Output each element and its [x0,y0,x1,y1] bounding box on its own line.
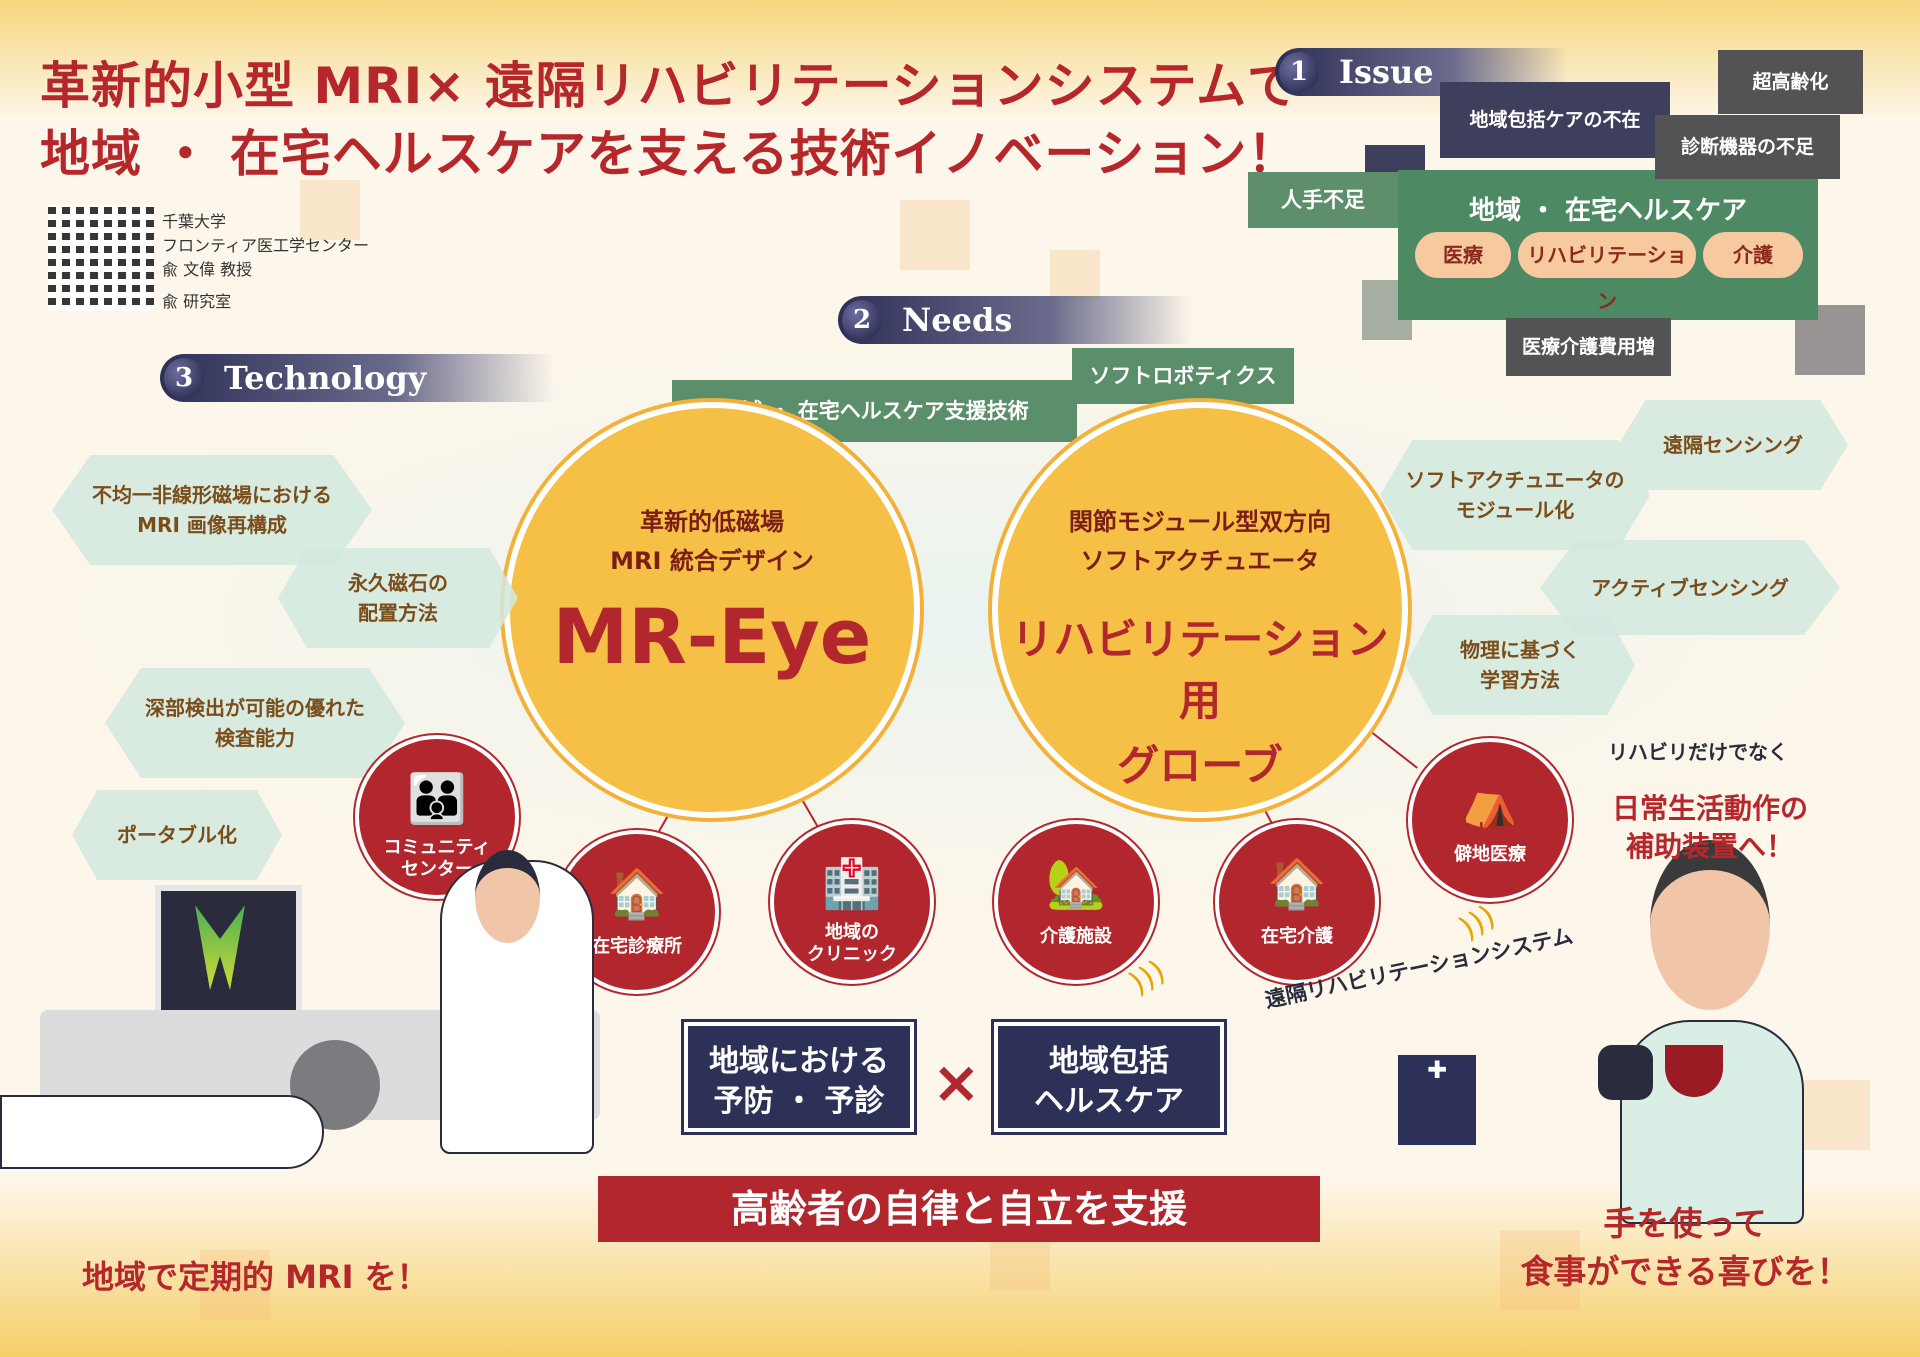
patient-illustration [0,1095,324,1169]
lab-professor: 兪 文偉 教授 [162,260,253,279]
deco-square [1050,250,1100,300]
section-number: 3 [164,358,204,398]
tech-remote-sensing: 遠隔センシング [1618,400,1848,490]
not-only-rehab-label: リハビリだけでなく [1608,740,1788,764]
issue-aging: 超高齢化 [1718,50,1863,114]
section-technology: 3 Technology [160,354,554,402]
hospital-icon: 🏥 [822,856,882,912]
section-number: 1 [1279,52,1319,92]
mr-eye-subtitle-1: 革新的低磁場 [640,508,784,536]
left-slogan: 地域で定期的 MRI を！ [82,1258,429,1296]
glove-subtitle-1: 関節モジュール型双方向 [1068,508,1332,536]
building-icon: ✚ [1398,1055,1476,1145]
facility-community-center[interactable]: 👪 コミュニティ センター [355,735,519,899]
tech-actuator-modularization: ソフトアクチュエータの モジュール化 [1380,440,1650,550]
house-icon: 🏠 [1267,856,1327,912]
daily-living-slogan: 日常生活動作の 補助装置へ！ [1612,792,1809,863]
deco-square [1800,1080,1870,1150]
tech-magnet-placement: 永久磁石の 配置方法 [278,548,518,648]
glove-name-2: グローブ [1117,741,1283,790]
facility-label: 在宅診療所 [592,936,682,957]
issue-device-shortage: 診断機器の不足 [1655,115,1840,179]
facility-local-clinic[interactable]: 🏥 地域の クリニック [770,820,934,984]
issue-cost-increase: 医療介護費用増 [1506,318,1671,376]
lab-center: フロンティア医工学センター [162,236,370,255]
issue-main-label: 地域 ・ 在宅ヘルスケア [1468,196,1748,226]
title-line1: 革新的小型 MRI× 遠隔リハビリテーションシステムで [40,57,1299,115]
glove-icon [1598,1045,1653,1100]
issue-no-community-care: 地域包括ケアの不在 [1440,82,1670,158]
facility-label: コミュニティ センター [383,837,491,880]
tech-deep-detection: 深部検出が可能の優れた 検査能力 [105,668,405,778]
doctor-head-icon [475,850,540,943]
bowl-icon [1665,1045,1723,1097]
section-label: Issue [1339,53,1434,91]
facility-label: 僻地医療 [1454,844,1526,865]
community-icon: 👪 [407,771,467,827]
section-label: Needs [902,301,1013,339]
glove-subtitle-2: ソフトアクチュエータ [1080,547,1320,575]
title-line2: 地域 ・ 在宅ヘルスケアを支える技術イノベーション！ [40,125,1299,183]
tech-physics-learning: 物理に基づく 学習方法 [1405,615,1635,715]
doctor-illustration [440,860,594,1154]
section-number: 2 [842,300,882,340]
nursing-home-icon: 🏡 [1046,856,1106,912]
home-clinic-icon: 🏠 [607,866,667,922]
pill-medical: 医療 [1415,232,1511,278]
facility-home-care[interactable]: 🏠 在宅介護 [1215,820,1379,984]
remote-tent-icon: ⛺ [1460,774,1520,830]
facility-label: 介護施設 [1040,926,1112,947]
mr-eye-circle: 革新的低磁場 MRI 統合デザイン MR-Eye [504,402,920,818]
page-title: 革新的小型 MRI× 遠隔リハビリテーションシステムで 地域 ・ 在宅ヘルスケア… [40,52,1298,188]
deco-square [300,180,360,240]
needs-tag-soft-robotics: ソフトロボティクス [1072,348,1294,404]
glove-circle: 関節モジュール型双方向 ソフトアクチュエータ リハビリテーション用 グローブ [992,402,1408,818]
section-label: Technology [224,359,427,397]
facility-nursing-home[interactable]: 🏡 介護施設 [994,820,1158,984]
support-banner: 高齢者の自律と自立を支援 [598,1176,1320,1242]
mr-eye-subtitle-2: MRI 統合デザイン [610,547,814,575]
box-community-healthcare: 地域包括 ヘルスケア [994,1022,1224,1132]
lab-name: 兪 研究室 [162,292,232,311]
lab-university: 千葉大学 [162,212,227,231]
facility-label: 在宅介護 [1261,926,1333,947]
section-needs: 2 Needs [838,296,1192,344]
deco-square [200,1250,270,1320]
facility-remote-medicine[interactable]: ⛺ 僻地医療 [1408,738,1572,902]
pill-rehabilitation: リハビリテーション [1518,232,1696,313]
glove-name-1: リハビリテーション用 [1011,615,1389,725]
pill-nursing-care: 介護 [1703,232,1803,278]
tech-portability: ポータブル化 [72,790,282,880]
box-prevention: 地域における 予防 ・ 予診 [684,1022,914,1132]
issue-labor-shortage: 人手不足 [1248,172,1398,228]
times-symbol: × [932,1048,981,1116]
deco-square [900,200,970,270]
section-issue: 1 Issue [1275,48,1569,96]
qr-code-icon[interactable] [48,205,154,311]
deco-square [1500,1230,1580,1310]
facility-label: 地域の クリニック [807,922,897,965]
right-slogan: 手を使って 食事ができる喜びを！ [1520,1204,1850,1291]
tech-mri-reconstruction: 不均一非線形磁場における MRI 画像再構成 [52,455,372,565]
mr-eye-name: MR-Eye [552,592,872,681]
